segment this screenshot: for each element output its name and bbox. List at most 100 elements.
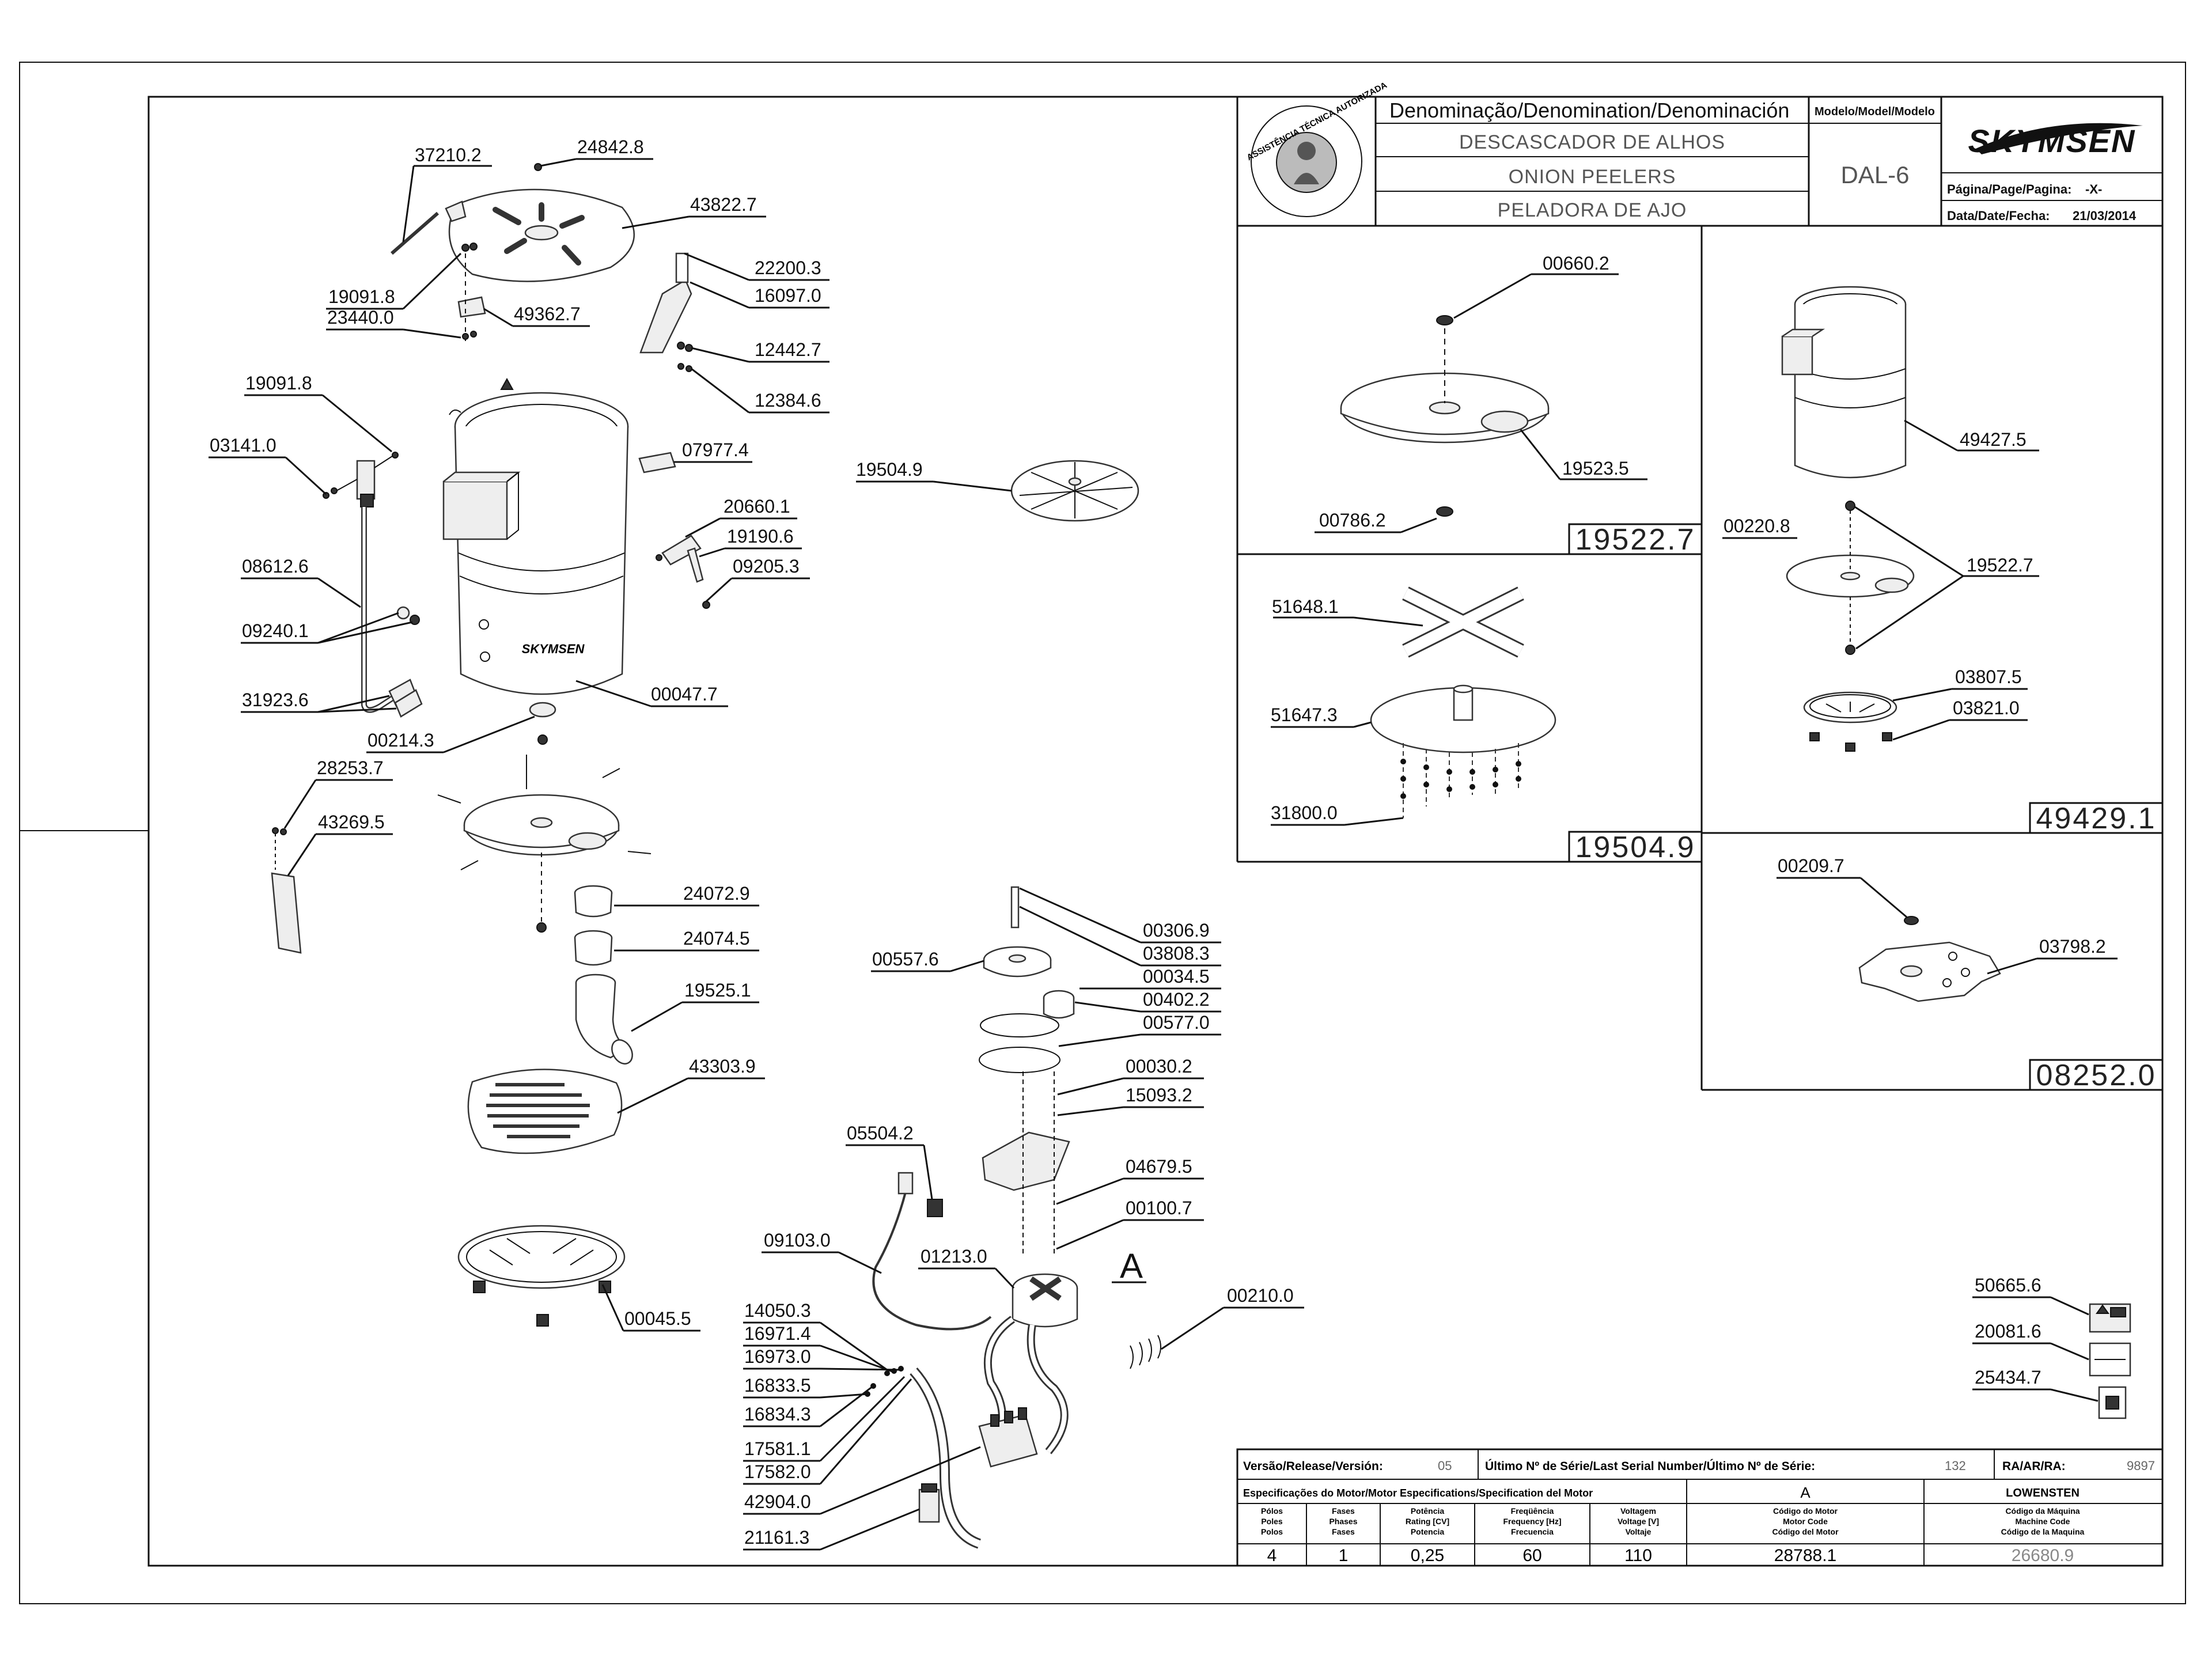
part-label: 00557.6	[872, 949, 939, 969]
part-label: 24074.5	[683, 928, 750, 949]
col-header: Freqüência	[1511, 1506, 1554, 1516]
col-header: Código del Motor	[1772, 1527, 1839, 1536]
frequency-value: 60	[1522, 1546, 1541, 1565]
motor-code-value: 28788.1	[1774, 1546, 1836, 1565]
part-label: 03807.5	[1955, 666, 2022, 687]
callouts-lid: 37210.2 24842.8 43822.7 19091.8 23440.0 …	[326, 137, 766, 339]
col-header: Polos	[1261, 1527, 1283, 1536]
callouts-19504-9: 51648.1 51647.3 31800.0	[1271, 596, 1423, 826]
part-label: 24072.9	[683, 883, 750, 904]
part-label: 00210.0	[1227, 1285, 1294, 1306]
rating-value: 0,25	[1411, 1546, 1444, 1565]
bottom-plate-drawing	[271, 755, 652, 1327]
part-label: 20081.6	[1975, 1321, 2041, 1342]
col-header: Frecuencia	[1511, 1527, 1554, 1536]
bracket-drawing	[1858, 916, 2001, 1002]
date-value: 21/03/2014	[2073, 209, 2137, 223]
part-label: 19190.6	[727, 526, 794, 547]
part-label: 00214.3	[368, 730, 434, 751]
motor-code-letter: A	[1800, 1484, 1810, 1501]
col-header: Rating [CV]	[1406, 1517, 1449, 1526]
part-label: 22200.3	[755, 257, 821, 278]
col-header: Phases	[1329, 1517, 1357, 1526]
decals-drawing	[2089, 1303, 2131, 1419]
part-label: 05504.2	[847, 1123, 914, 1143]
part-label: 04679.5	[1126, 1156, 1192, 1177]
part-label: 43269.5	[318, 812, 385, 832]
callouts-spider: 19504.9	[856, 459, 1012, 492]
col-header: Potencia	[1411, 1527, 1445, 1536]
part-label: 00034.5	[1143, 966, 1210, 987]
part-label: 12384.6	[755, 390, 821, 411]
col-header: Código de la Maquina	[2001, 1527, 2085, 1536]
subassembly-ref-1: 19522.7	[1575, 523, 1696, 556]
body-drawing: SKYMSEN	[442, 377, 676, 695]
part-label: 21161.3	[744, 1527, 809, 1548]
phases-value: 1	[1339, 1546, 1349, 1565]
brand-on-body: SKYMSEN	[522, 642, 585, 656]
part-label: 19504.9	[856, 459, 923, 480]
callouts-49429-1: 49427.5 00220.8 19522.7 03807.5 03821.0	[1722, 419, 2039, 741]
part-label: 20660.1	[724, 496, 790, 517]
part-label: 09205.3	[733, 556, 800, 577]
callouts-08252-0: 00209.7 03798.2	[1777, 855, 2118, 975]
part-label: 24842.8	[577, 137, 644, 157]
part-label: 50665.6	[1975, 1275, 2041, 1296]
spider-main-drawing	[1010, 460, 1139, 522]
col-header: Motor Code	[1783, 1517, 1828, 1526]
detail-marker-a: A	[1120, 1247, 1143, 1285]
part-label: 07977.4	[682, 440, 749, 460]
model-value: DAL-6	[1840, 161, 1909, 188]
callouts-switch: 19091.8 03141.0 08612.6 09240.1 31923.6	[209, 373, 413, 713]
part-label: 19525.1	[684, 980, 751, 1001]
cylinder-assembly-drawing	[1781, 286, 1915, 752]
motor-spec-table: Versão/Release/Versión: 05 Último Nº de …	[1236, 1448, 2164, 1567]
part-label: 49362.7	[514, 304, 581, 324]
latch-drawing	[656, 535, 710, 609]
serial-label: Último Nº de Série/Last Serial Number/Úl…	[1485, 1459, 1815, 1473]
part-label: 19091.8	[245, 373, 312, 393]
lid-drawing	[391, 163, 635, 346]
col-header: Código do Motor	[1773, 1506, 1838, 1516]
serial-value: 132	[1945, 1459, 1966, 1473]
part-label: 23440.0	[327, 307, 394, 328]
part-label: 00045.5	[624, 1308, 691, 1329]
part-label: 03821.0	[1953, 698, 2020, 718]
part-label: 16973.0	[744, 1346, 811, 1367]
part-label: 16834.3	[744, 1404, 811, 1425]
part-label: 08612.6	[242, 556, 309, 577]
callouts-latch: 20660.1 19190.6 09205.3	[685, 496, 810, 603]
switch-drawing	[323, 452, 423, 718]
part-label: 49427.5	[1960, 429, 2027, 450]
disc-drawing	[1340, 315, 1550, 517]
date-label: Data/Date/Fecha:	[1947, 209, 2050, 223]
part-label: 16097.0	[755, 285, 821, 306]
part-label: 19091.8	[328, 286, 395, 307]
chute-drawing	[639, 252, 693, 372]
col-header: Pólos	[1261, 1506, 1283, 1516]
brand-logo: SKYMSEN	[1968, 123, 2143, 159]
motor-spec-label: Especificações do Motor/Motor Especifica…	[1243, 1487, 1593, 1499]
part-label: 03808.3	[1143, 943, 1210, 964]
subassembly-ref-4: 08252.0	[2036, 1059, 2157, 1092]
part-label: 00100.7	[1126, 1198, 1192, 1218]
part-label: 00030.2	[1126, 1056, 1192, 1077]
subassembly-panels: 19522.7 19504.9 49429.1 08252.0	[1236, 226, 2164, 1092]
part-label: 00047.7	[651, 684, 718, 704]
part-label: 03141.0	[210, 435, 276, 456]
authorized-service-seal: ASSISTÊNCIA TÉCNICA AUTORIZADA	[1245, 79, 1389, 217]
subassembly-ref-3: 49429.1	[2036, 802, 2157, 835]
part-label: 37210.2	[415, 145, 482, 165]
part-label: 28253.7	[317, 757, 384, 778]
part-label: 00402.2	[1143, 989, 1210, 1010]
part-label: 09240.1	[242, 620, 309, 641]
part-label: 19523.5	[1562, 458, 1629, 479]
drive-drawing: A	[865, 886, 1161, 1549]
denomination-header: Denominação/Denomination/Denominación	[1389, 99, 1789, 122]
name-en: ONION PEELERS	[1509, 166, 1676, 188]
part-label: 17582.0	[744, 1461, 811, 1482]
callouts-chute: 22200.3 16097.0 12442.7 12384.6	[684, 252, 830, 414]
callouts-19522-7: 00660.2 19523.5 00786.2	[1315, 253, 1647, 533]
part-label: 16833.5	[744, 1375, 811, 1396]
part-label: 25434.7	[1975, 1367, 2041, 1388]
